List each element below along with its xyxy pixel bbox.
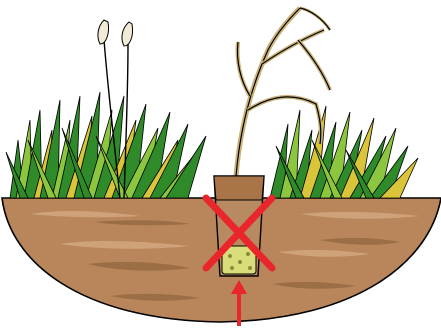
grass-clump-right-icon <box>270 106 418 198</box>
grass-clump-left-icon <box>6 92 206 198</box>
plant-pot-icon <box>214 176 264 276</box>
